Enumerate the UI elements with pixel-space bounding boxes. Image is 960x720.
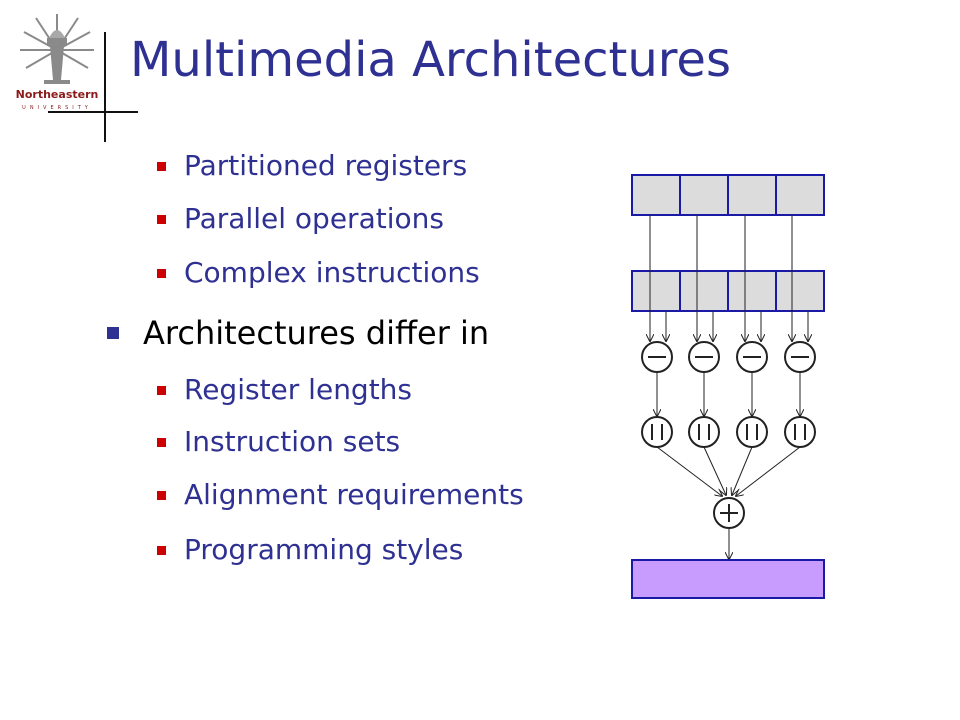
abs-nodes bbox=[641, 416, 816, 448]
subtract-to-abs-connectors bbox=[657, 372, 800, 416]
bullet-text-main: Architectures differ in bbox=[143, 314, 490, 352]
square-bullet-icon bbox=[157, 161, 166, 171]
list-item: Programming styles bbox=[157, 536, 463, 564]
register-b-connectors bbox=[666, 311, 808, 341]
register-b bbox=[631, 270, 825, 312]
subtract-icon bbox=[784, 341, 816, 373]
bullet-text: Parallel operations bbox=[184, 202, 444, 235]
abs-value-icon bbox=[736, 416, 768, 448]
register-a-lane-1 bbox=[631, 174, 681, 216]
sum-icon bbox=[713, 497, 745, 529]
square-bullet-icon bbox=[157, 214, 166, 224]
logo-subline: UNIVERSITY bbox=[22, 105, 92, 111]
list-item: Parallel operations bbox=[157, 205, 444, 233]
register-b-lane-4 bbox=[775, 270, 825, 312]
register-a-connectors bbox=[650, 215, 792, 341]
square-bullet-icon bbox=[157, 268, 166, 278]
bullet-text: Partitioned registers bbox=[184, 149, 468, 182]
subtract-icon bbox=[688, 341, 720, 373]
abs-value-icon bbox=[688, 416, 720, 448]
register-b-lane-2 bbox=[679, 270, 729, 312]
register-b-lane-1 bbox=[631, 270, 681, 312]
square-bullet-icon bbox=[157, 385, 166, 395]
register-a-lane-2 bbox=[679, 174, 729, 216]
register-a-lane-3 bbox=[727, 174, 777, 216]
register-a bbox=[631, 174, 825, 216]
bullet-text: Register lengths bbox=[184, 373, 413, 406]
subtract-icon bbox=[641, 341, 673, 373]
simd-sad-diagram bbox=[631, 174, 825, 599]
abs-value-icon bbox=[641, 416, 673, 448]
title-divider-horizontal bbox=[48, 111, 138, 113]
square-bullet-icon bbox=[157, 490, 166, 500]
list-item: Alignment requirements bbox=[157, 481, 524, 509]
list-item: Partitioned registers bbox=[157, 152, 467, 180]
result-register bbox=[631, 559, 825, 599]
list-item: Architectures differ in bbox=[107, 317, 489, 349]
bullet-text: Complex instructions bbox=[184, 256, 480, 289]
register-a-lane-4 bbox=[775, 174, 825, 216]
subtract-nodes bbox=[641, 341, 816, 373]
bullet-text: Alignment requirements bbox=[184, 478, 524, 511]
square-bullet-icon bbox=[157, 437, 166, 447]
bullet-text: Instruction sets bbox=[184, 425, 401, 458]
title-divider-vertical bbox=[104, 32, 106, 142]
bullet-text: Programming styles bbox=[184, 533, 464, 566]
torch-icon bbox=[20, 14, 94, 84]
square-bullet-icon bbox=[107, 327, 119, 339]
logo-wordmark: Northeastern bbox=[15, 88, 99, 101]
list-item: Complex instructions bbox=[157, 259, 480, 287]
register-b-lane-3 bbox=[727, 270, 777, 312]
square-bullet-icon bbox=[157, 545, 166, 555]
list-item: Instruction sets bbox=[157, 428, 400, 456]
abs-to-sum-connectors bbox=[656, 446, 801, 496]
subtract-icon bbox=[736, 341, 768, 373]
abs-value-icon bbox=[784, 416, 816, 448]
list-item: Register lengths bbox=[157, 376, 412, 404]
slide-title: Multimedia Architectures bbox=[130, 32, 731, 88]
northeastern-logo: Northeastern UNIVERSITY bbox=[14, 10, 100, 120]
